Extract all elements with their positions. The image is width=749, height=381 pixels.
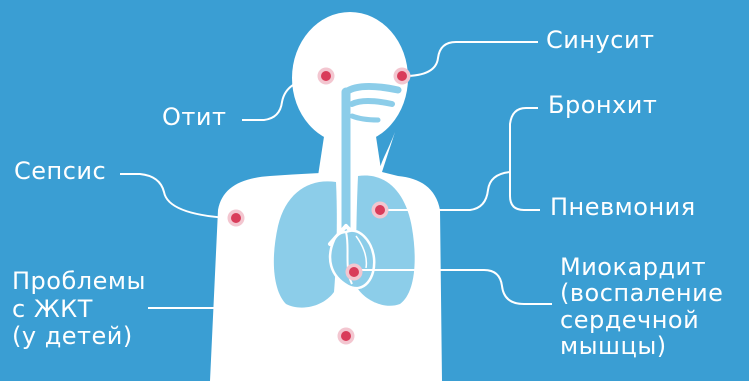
label-sepsis: Сепсис [14, 158, 106, 186]
marker-sepsis [228, 210, 245, 227]
connector-sepsis [120, 174, 228, 218]
marker-myocarditis [346, 264, 363, 281]
connector-sinusitis [404, 42, 538, 76]
label-myocarditis: Миокардит (воспаление сердечной мышцы) [560, 254, 723, 360]
marker-pneumonia [372, 202, 389, 219]
label-gi-problems: Проблемы с ЖКТ (у детей) [12, 268, 146, 351]
connector-bronchitis-pneumonia-bracket [510, 108, 540, 210]
label-bronchitis: Бронхит [548, 92, 657, 120]
label-pneumonia: Пневмония [550, 194, 696, 222]
marker-otitis [318, 68, 335, 85]
label-otitis: Отит [162, 104, 226, 132]
label-sinusitis: Синусит [546, 27, 655, 55]
marker-sinusitis [394, 68, 411, 85]
marker-gi [338, 328, 355, 345]
